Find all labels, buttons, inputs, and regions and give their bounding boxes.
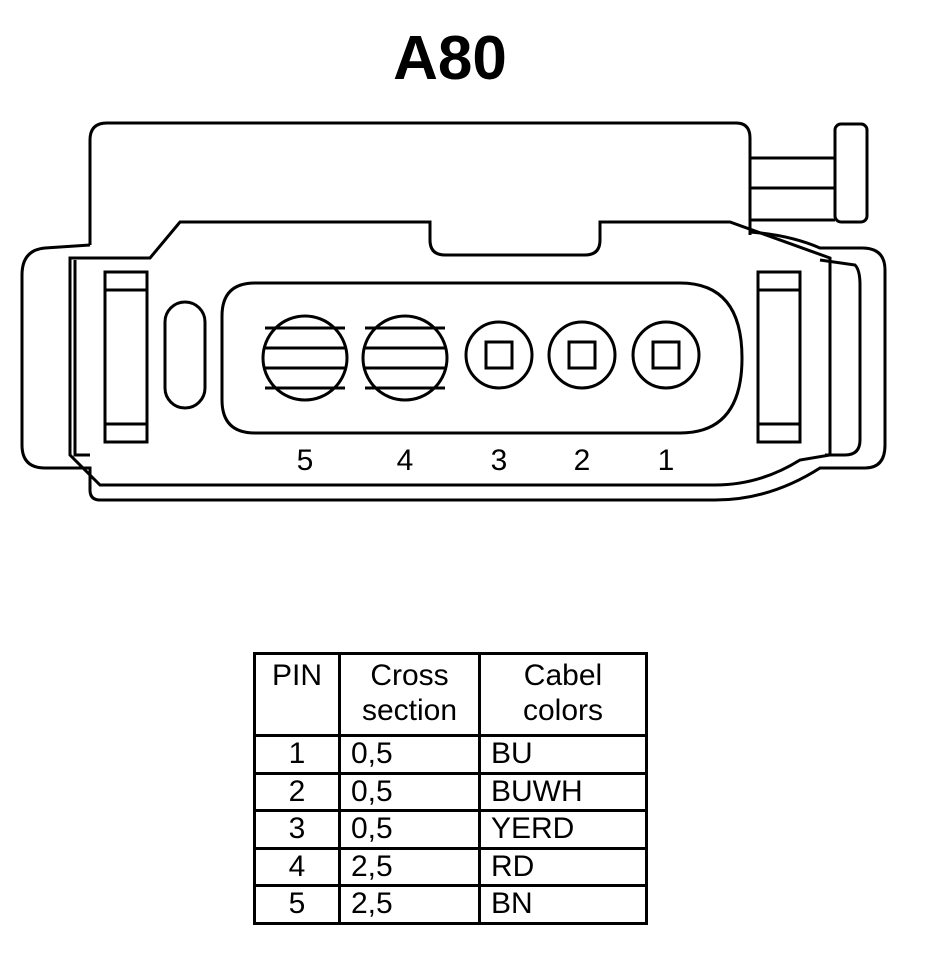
pin-label-5: 5	[297, 444, 314, 477]
table-row: 1 0,5 BU	[253, 734, 648, 775]
left-guide-rail	[103, 270, 149, 444]
pin-assignment-table: PIN Cross section Cabel colors 1 0,5 BU …	[253, 652, 648, 925]
header-pin: PIN	[253, 652, 341, 737]
pin-label-4: 4	[397, 444, 414, 477]
connector-title: A80	[393, 24, 507, 93]
cell-pin: 4	[253, 846, 341, 887]
header-cross-section: Cross section	[338, 652, 481, 737]
pin-3-cavity	[464, 320, 534, 390]
connector-housing-top	[88, 121, 752, 245]
cell-cross-section: 2,5	[338, 846, 481, 887]
connector-inner-flange	[73, 258, 862, 457]
table-row: 3 0,5 YERD	[253, 809, 648, 850]
cell-pin: 5	[253, 884, 341, 925]
cell-pin: 2	[253, 771, 341, 812]
pin-1-cavity	[631, 320, 701, 390]
cell-cable-color: BUWH	[478, 771, 648, 812]
right-guide-rail	[756, 270, 802, 444]
cell-cross-section: 0,5	[338, 734, 481, 775]
cell-cross-section: 2,5	[338, 884, 481, 925]
cell-cable-color: YERD	[478, 809, 648, 850]
pin-5-cavity	[261, 314, 349, 402]
cell-cable-color: BU	[478, 734, 648, 775]
table-header-row: PIN Cross section Cabel colors	[253, 652, 648, 737]
table-row: 4 2,5 RD	[253, 846, 648, 887]
connector-face-diagram: 5 4 3 2 1	[20, 121, 887, 502]
cell-cross-section: 0,5	[338, 771, 481, 812]
cell-cross-section: 0,5	[338, 809, 481, 850]
connector-face-outline	[68, 220, 832, 487]
pin-label-1: 1	[658, 444, 675, 477]
table-row: 2 0,5 BUWH	[253, 771, 648, 812]
cell-cable-color: BN	[478, 884, 648, 925]
pin-label-3: 3	[491, 444, 508, 477]
cell-pin: 3	[253, 809, 341, 850]
table-row: 5 2,5 BN	[253, 884, 648, 925]
pin-cavity-area	[220, 281, 744, 435]
pin-label-2: 2	[574, 444, 591, 477]
pin-4-cavity	[361, 314, 449, 402]
cell-pin: 1	[253, 734, 341, 775]
latch-tab	[750, 122, 869, 224]
cell-cable-color: RD	[478, 846, 648, 887]
header-cable-colors: Cabel colors	[478, 652, 648, 737]
connector-outer-flange	[20, 230, 887, 502]
coding-slot	[163, 300, 207, 410]
pin-2-cavity	[547, 320, 617, 390]
